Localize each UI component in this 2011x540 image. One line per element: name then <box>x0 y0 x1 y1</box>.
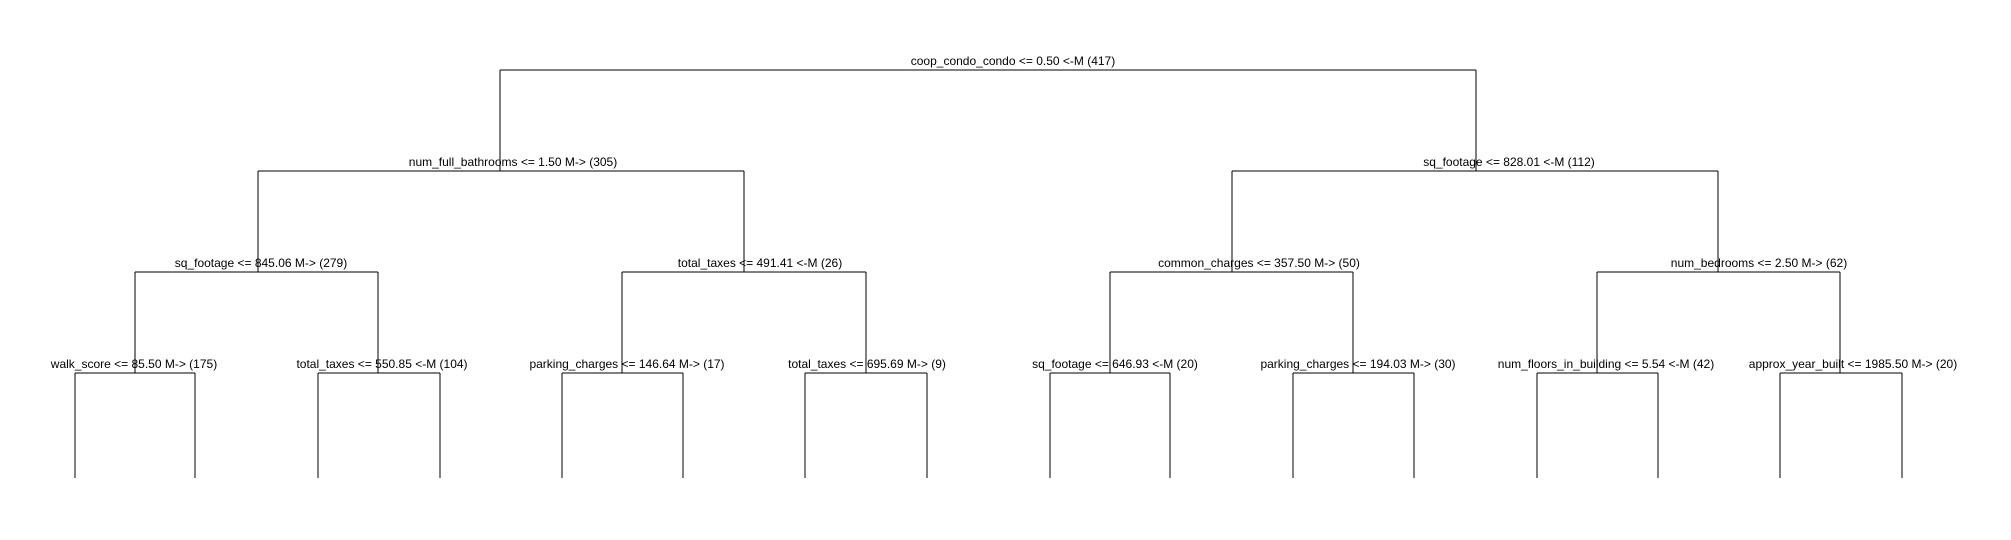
tree-node-split-label: parking_charges <= 146.64 M-> (17) <box>529 357 724 371</box>
tree-node-split-label: common_charges <= 357.50 M-> (50) <box>1158 256 1360 270</box>
tree-node-split-label: total_taxes <= 550.85 <-M (104) <box>296 357 467 371</box>
tree-node-split-label: sq_footage <= 828.01 <-M (112) <box>1423 155 1595 169</box>
tree-edges <box>74 69 1903 478</box>
tree-node-split-label: parking_charges <= 194.03 M-> (30) <box>1260 357 1455 371</box>
tree-node-labels: coop_condo_condo <= 0.50 <-M (417) num_fu… <box>50 54 1957 371</box>
tree-node-split-label: total_taxes <= 695.69 M-> (9) <box>788 357 946 371</box>
tree-node-split-label: sq_footage <= 845.06 M-> (279) <box>175 256 347 270</box>
tree-node-split-label: sq_footage <= 646.93 <-M (20) <box>1032 357 1198 371</box>
tree-node-split-label: total_taxes <= 491.41 <-M (26) <box>678 256 842 270</box>
tree-node-split-label: num_bedrooms <= 2.50 M-> (62) <box>1671 256 1847 270</box>
tree-node-split-label: num_floors_in_building <= 5.54 <-M (42) <box>1498 357 1714 371</box>
tree-node-split-label: walk_score <= 85.50 M-> (175) <box>50 357 217 371</box>
tree-node-split-label: num_full_bathrooms <= 1.50 M-> (305) <box>409 155 617 169</box>
tree-node-split-label: coop_condo_condo <= 0.50 <-M (417) <box>911 54 1115 68</box>
tree-node-split-label: approx_year_built <= 1985.50 M-> (20) <box>1749 357 1957 371</box>
